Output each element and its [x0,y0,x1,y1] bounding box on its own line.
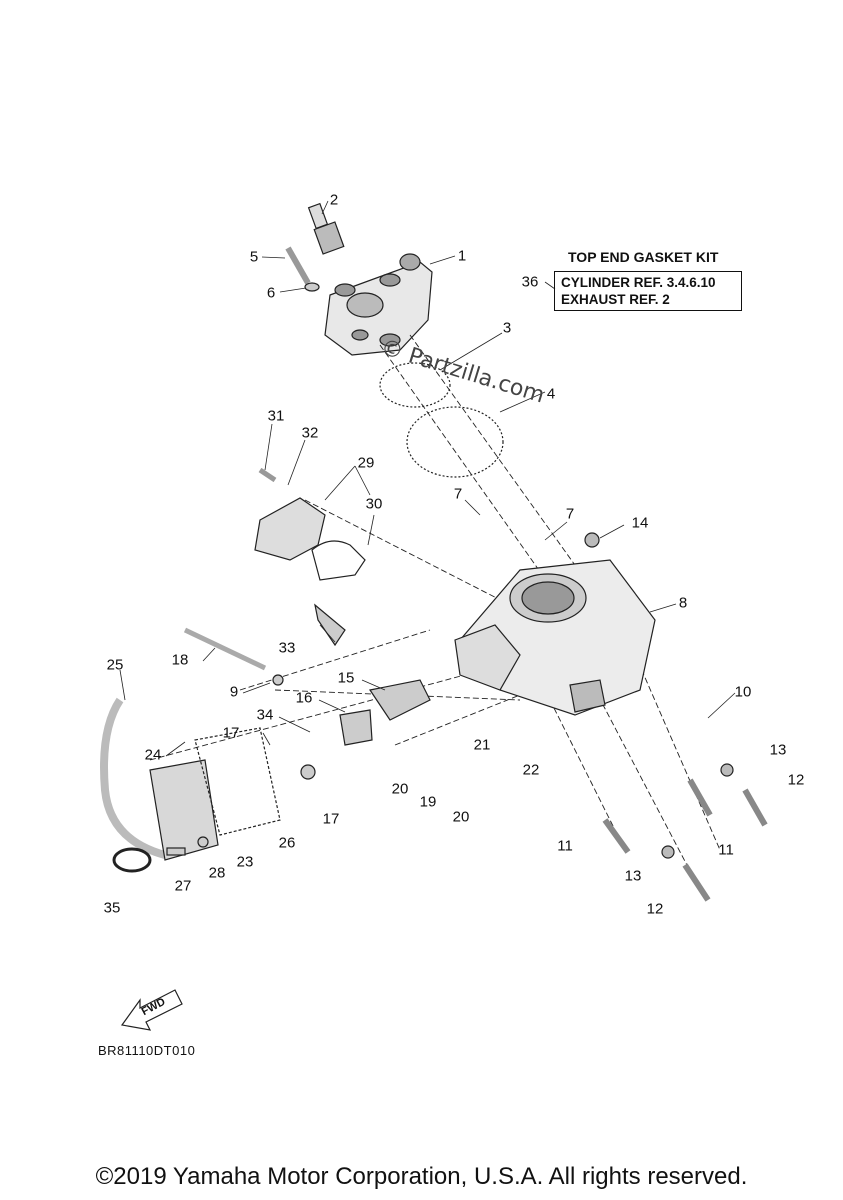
callout-31: 31 [267,407,285,425]
callout-18: 18 [171,651,189,669]
cover-plate-assembly [149,727,281,861]
nut-13b-part [661,845,675,859]
callout-25: 25 [106,656,124,674]
callout-32: 32 [301,424,319,442]
callout-19: 19 [419,793,437,811]
gasket-kit-line-2: EXHAUST REF. 2 [561,292,670,307]
clamp-part [112,847,152,873]
callout-13b: 13 [624,867,642,885]
head-bolt-part [285,246,311,285]
callout-33: 33 [278,639,296,657]
washer-part [304,282,320,292]
callout-12b: 12 [646,900,664,918]
callout-15: 15 [337,669,355,687]
gasket-kit-line-1: CYLINDER REF. 3.4.6.10 [561,275,716,290]
callout-21: 21 [473,736,491,754]
callout-26: 26 [278,834,296,852]
callout-20a: 20 [391,780,409,798]
spark-plug-part [307,202,345,255]
base-gasket-part [406,406,504,478]
callout-29: 29 [357,454,375,472]
callout-2: 2 [329,191,339,209]
callout-36: 36 [521,273,539,291]
callout-1: 1 [457,247,467,265]
cylinder-head-part [324,253,433,356]
callout-14: 14 [631,514,649,532]
callout-8: 8 [678,594,688,612]
copyright-notice: ©2019 Yamaha Motor Corporation, U.S.A. A… [95,1163,748,1190]
callout-leaders [119,200,736,757]
callout-12a: 12 [787,771,805,789]
callout-34: 34 [256,706,274,724]
callout-11a: 11 [557,837,573,855]
rod-part [183,627,267,671]
washer-28-part [197,836,209,848]
drawing-code: BR81110DT010 [98,1043,196,1058]
callout-17b: 17 [322,810,340,828]
callout-9: 9 [229,683,239,701]
stud-bolts [602,778,768,902]
callout-7a: 7 [453,485,463,503]
callout-23: 23 [236,853,254,871]
callout-10: 10 [734,683,752,701]
fwd-arrow-icon [120,989,183,1031]
callout-6: 6 [266,284,276,302]
bolt-31-part [258,467,277,483]
callout-4: 4 [546,385,556,403]
bolt-27-part [166,847,186,856]
cylinder-part [454,559,656,716]
callout-7b: 7 [565,505,575,523]
callout-16: 16 [295,689,313,707]
callout-13a: 13 [769,741,787,759]
callout-27: 27 [174,877,192,895]
hose-part [100,697,167,859]
nut-14-part [584,532,600,548]
callout-24: 24 [144,746,162,764]
gasket-kit-box: CYLINDER REF. 3.4.6.10 EXHAUST REF. 2 [554,271,742,311]
callout-30: 30 [365,495,383,513]
washer-9-part [272,674,284,686]
callout-35: 35 [103,899,121,917]
callout-17a: 17 [222,724,240,742]
head-gasket-part [379,362,451,408]
callout-3: 3 [502,319,512,337]
callout-20b: 20 [452,808,470,826]
callout-11b: 11 [718,841,734,859]
callout-5: 5 [249,248,259,266]
nut-13-part [720,763,734,777]
gasket-kit-title: TOP END GASKET KIT [568,249,719,265]
callout-28: 28 [208,864,226,882]
washer-17-part [300,764,316,780]
callout-22: 22 [522,761,540,779]
